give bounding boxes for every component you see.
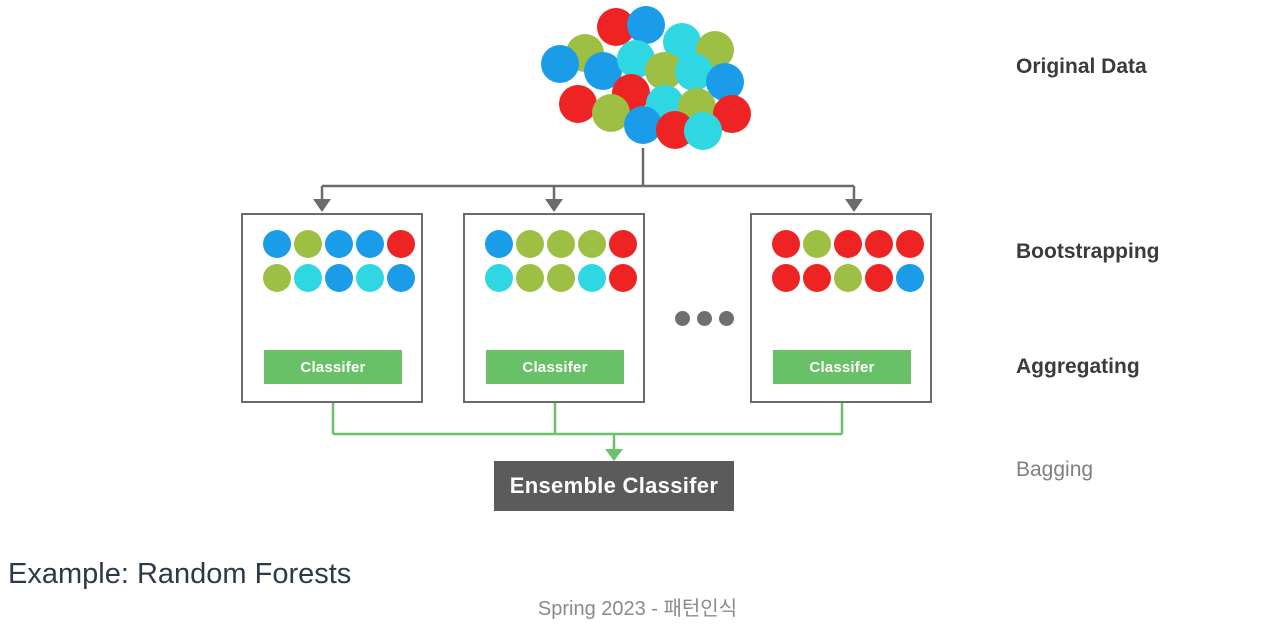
sample-point-red: [865, 230, 893, 258]
data-point-red: [559, 85, 597, 123]
sample-point-green: [547, 264, 575, 292]
example-text: Example: Random Forests: [8, 558, 352, 590]
sample-point-blue: [356, 230, 384, 258]
ensemble-classifier-box[interactable]: Ensemble Classifer: [494, 461, 734, 511]
sample-point-green: [263, 264, 291, 292]
ensemble-arrowhead: [605, 449, 623, 461]
classifier-button-bootstrap-sample-n[interactable]: Classifer: [773, 350, 911, 384]
sample-point-red: [834, 230, 862, 258]
classifier-button-bootstrap-sample-1[interactable]: Classifer: [264, 350, 402, 384]
data-point-blue: [541, 45, 579, 83]
sample-point-blue: [896, 264, 924, 292]
sample-point-blue: [263, 230, 291, 258]
ellipsis-dot: [675, 311, 690, 326]
data-point-cyan: [684, 112, 722, 150]
ensemble-classifier-label: Ensemble Classifer: [509, 473, 719, 498]
sample-point-red: [896, 230, 924, 258]
sample-point-cyan: [578, 264, 606, 292]
classifier-label: Classifer: [300, 358, 366, 376]
sample-point-red: [387, 230, 415, 258]
sample-point-green: [294, 230, 322, 258]
classifier-label: Classifer: [809, 358, 875, 376]
sample-point-cyan: [356, 264, 384, 292]
classifier-button-bootstrap-sample-2[interactable]: Classifer: [486, 350, 624, 384]
sample-point-red: [865, 264, 893, 292]
sample-point-blue: [325, 230, 353, 258]
sample-point-red: [609, 264, 637, 292]
stage-label-aggregating: Aggregating: [1016, 355, 1140, 378]
sample-point-green: [516, 264, 544, 292]
ellipsis-dot: [697, 311, 712, 326]
data-point-green: [592, 94, 630, 132]
footer-text: Spring 2023 - 패턴인식: [537, 598, 738, 620]
data-point-blue: [624, 106, 662, 144]
sample-point-cyan: [294, 264, 322, 292]
classifier-label: Classifer: [522, 358, 588, 376]
sample-point-red: [772, 264, 800, 292]
stage-label-bootstrapping: Bootstrapping: [1016, 240, 1160, 263]
arrowhead-group: [313, 199, 863, 212]
sample-point-green: [834, 264, 862, 292]
sample-point-blue: [485, 230, 513, 258]
sample-point-blue: [387, 264, 415, 292]
sample-point-red: [772, 230, 800, 258]
sample-point-red: [803, 264, 831, 292]
data-point-blue: [706, 63, 744, 101]
data-point-blue: [627, 6, 665, 44]
sample-point-green: [516, 230, 544, 258]
sample-point-green: [803, 230, 831, 258]
sample-point-red: [609, 230, 637, 258]
stage-label-bagging: Bagging: [1016, 458, 1094, 481]
ellipsis-dot: [719, 311, 734, 326]
sample-point-green: [547, 230, 575, 258]
sample-point-green: [578, 230, 606, 258]
stage-label-original-data: Original Data: [1016, 55, 1147, 78]
sample-point-blue: [325, 264, 353, 292]
sample-point-cyan: [485, 264, 513, 292]
